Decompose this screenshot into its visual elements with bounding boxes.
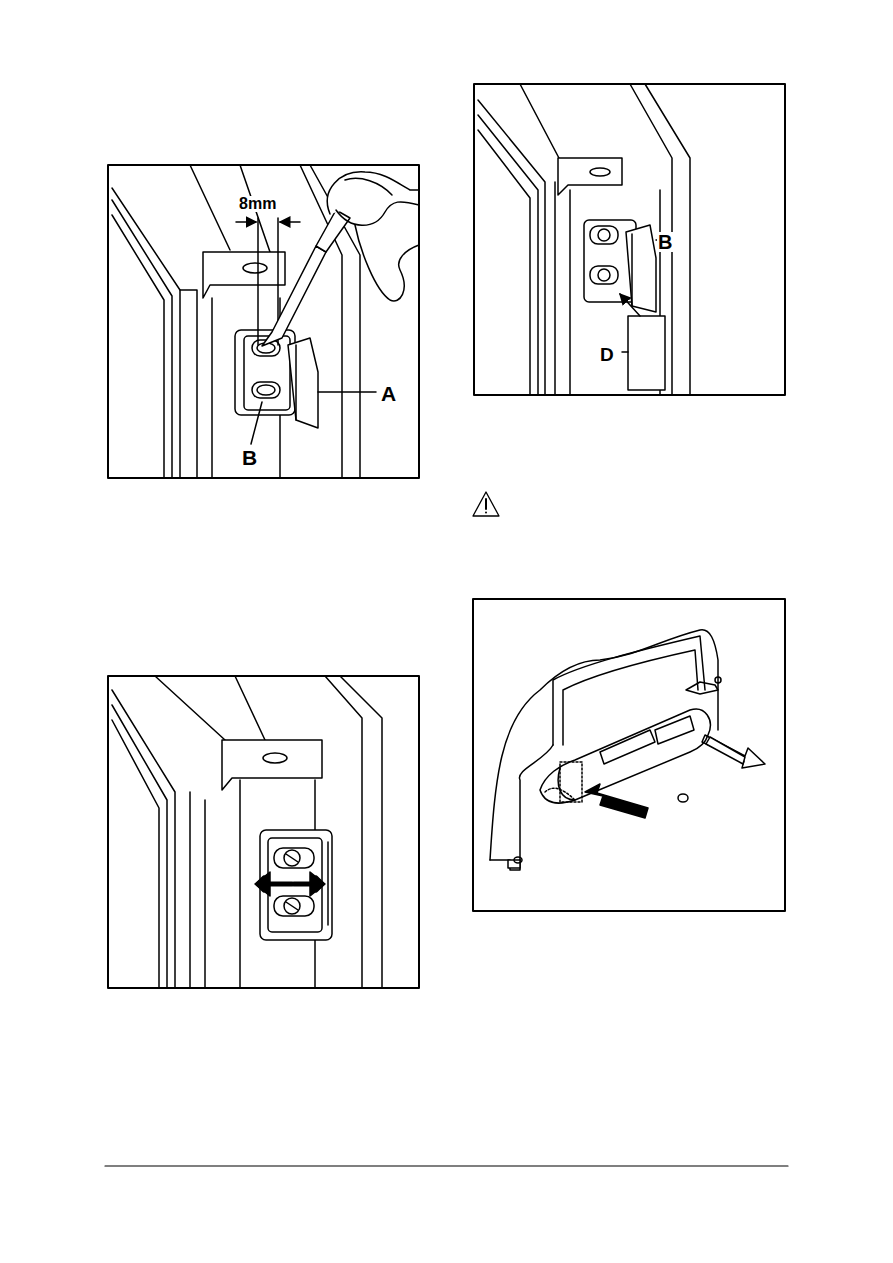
footer-rule	[105, 1165, 788, 1166]
part-label: B	[241, 447, 258, 468]
part-label: B	[657, 232, 673, 252]
dimension-label: 8mm	[238, 196, 277, 212]
part-label: A	[380, 383, 397, 404]
panel-2	[474, 84, 785, 395]
panel-1	[108, 165, 419, 478]
panel-3	[108, 676, 419, 988]
part-label: D	[599, 345, 615, 364]
panel-4	[473, 599, 785, 911]
warning-icon	[473, 492, 499, 516]
